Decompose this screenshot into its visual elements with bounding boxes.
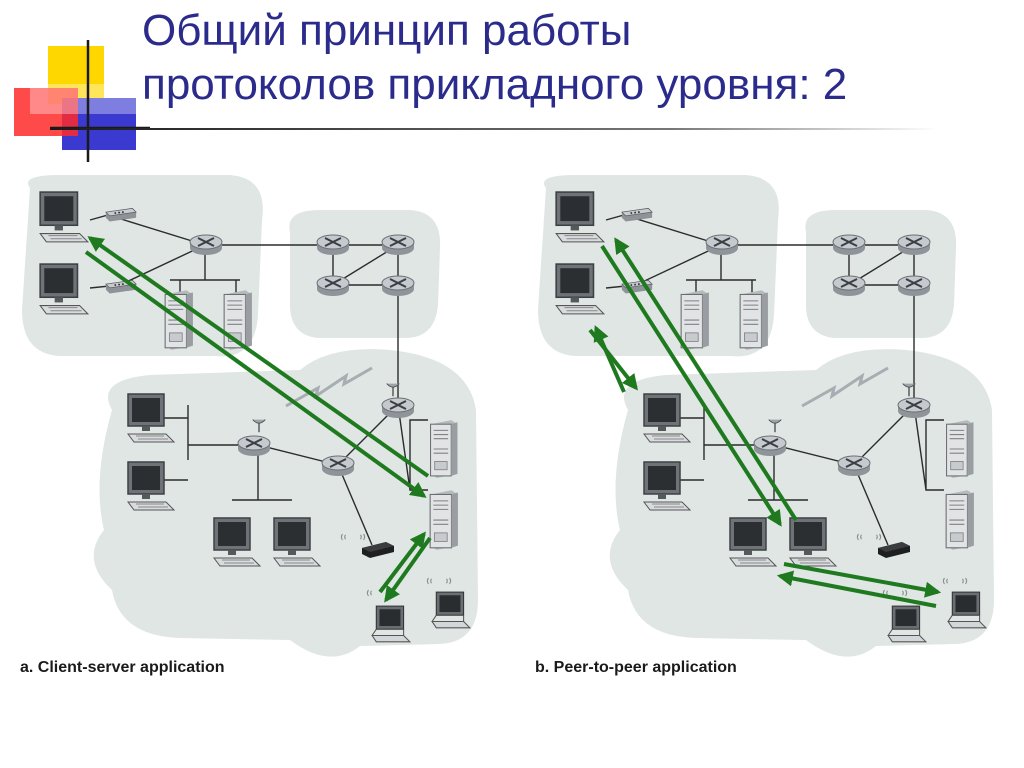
router (315, 233, 351, 257)
arrow-to-server (84, 250, 427, 498)
client-server-diagram (22, 175, 478, 657)
cloud-bottom (93, 349, 478, 657)
router (896, 274, 932, 298)
router (236, 434, 272, 458)
router (831, 274, 867, 298)
fade-overlay (30, 84, 140, 114)
server-icon (680, 289, 710, 350)
server-icon (945, 489, 975, 550)
peer-to-peer-arrows (588, 237, 942, 608)
client-server-caption: a. Client-server application (20, 659, 225, 676)
router (188, 233, 224, 257)
cloud-bottom (609, 349, 994, 657)
arrow-peer-to-laptop (783, 562, 942, 598)
router (836, 454, 872, 478)
router (896, 233, 932, 257)
router (752, 434, 788, 458)
peer-to-peer-caption: b. Peer-to-peer application (535, 659, 737, 676)
server-icon (739, 289, 769, 350)
arrow-peer-up (593, 325, 626, 393)
arrow-laptop-to-peer (776, 570, 937, 608)
cloud-top-right (289, 210, 441, 338)
wireless-link-bolt (801, 366, 889, 408)
router (315, 274, 351, 298)
arrow-peer-top-to-bottom (600, 244, 782, 527)
server-icon (430, 419, 458, 478)
router (380, 233, 416, 257)
title-underline (50, 128, 938, 130)
router (704, 233, 740, 257)
server-icon (946, 419, 974, 478)
router (831, 233, 867, 257)
wireless-link-bolt (285, 366, 373, 408)
router (896, 396, 932, 420)
slide-title-line-2: протоколов прикладного уровня: 2 (142, 60, 848, 109)
cloud-top-right (805, 210, 957, 338)
router (380, 396, 416, 420)
slide-title-line-1: Общий принцип работы (142, 6, 632, 55)
arrow-to-server-from-laptop (378, 531, 426, 594)
arrow-to-client (87, 236, 430, 478)
router (320, 454, 356, 478)
peer-to-peer-diagram (538, 175, 994, 657)
arrow-peer-bottom-to-top (614, 237, 798, 522)
network-diagrams (22, 175, 994, 657)
server-icon (429, 489, 459, 550)
client-server-arrows (84, 236, 432, 603)
slide-title: Общий принцип работы протоколов прикладн… (142, 4, 1012, 112)
corner-decoration (14, 40, 150, 162)
router (380, 274, 416, 298)
